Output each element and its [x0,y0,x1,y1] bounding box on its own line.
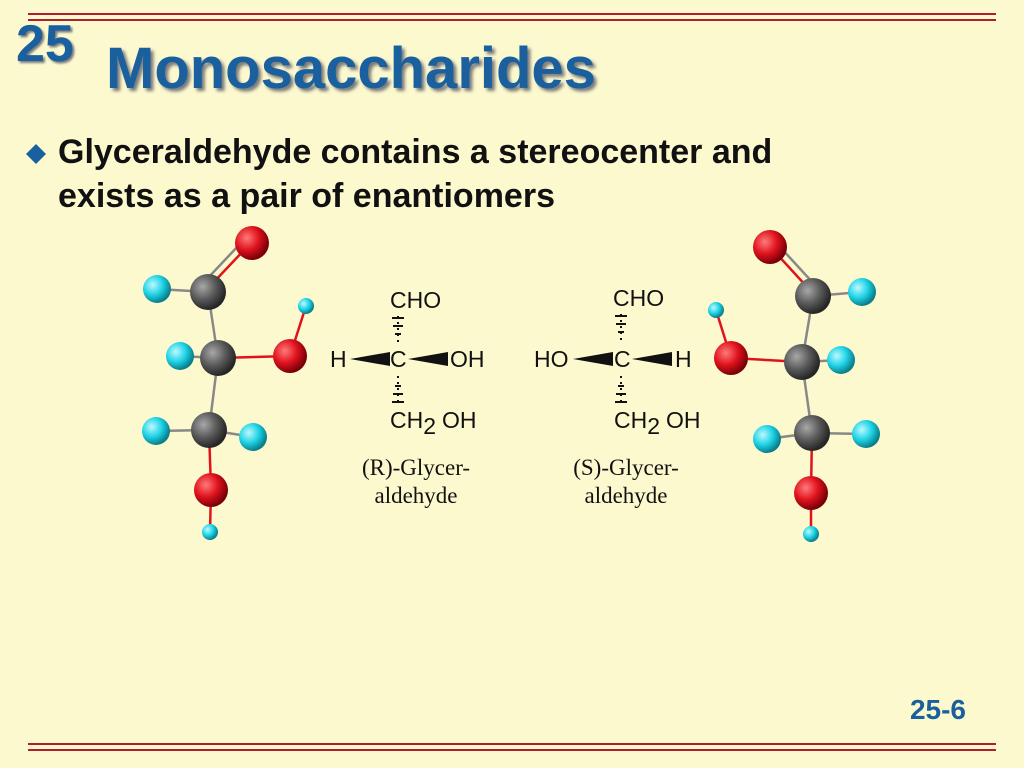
oxygen-atom [714,341,748,375]
s-caption-line-1: (S)-Glycer- [573,455,679,480]
oxygen-atom [273,339,307,373]
bullet-line-2: exists as a pair of enantiomers [58,177,555,215]
r-caption: (R)-Glycer- aldehyde [326,454,506,510]
carbon-atom [191,412,227,448]
diamond-bullet-icon [26,144,46,164]
slide-title: Monosaccharides [106,36,596,101]
hydrogen-atom [753,425,781,453]
hydrogen-atom [827,346,855,374]
r-top-group: CHO [390,287,441,313]
s-right-group: H [675,346,692,372]
oxygen-atom [794,476,828,510]
s-caption-line-2: aldehyde [584,483,668,508]
hydrogen-atom [166,342,194,370]
carbon-atom [200,340,236,376]
hydrogen-atom [202,524,218,540]
carbon-atom [190,274,226,310]
oxygen-atom [753,230,787,264]
hydrogen-atom [143,275,171,303]
hydrogen-atom [848,278,876,306]
s-caption: (S)-Glycer- aldehyde [536,454,716,510]
hydrogen-atom [803,526,819,542]
carbon-atom [795,278,831,314]
bullet-line-1: Glyceraldehyde contains a stereocenter a… [58,133,773,171]
carbon-atom [794,415,830,451]
hydrogen-atom [852,420,880,448]
chapter-number: 25 [16,15,74,73]
carbon-atom [784,344,820,380]
hydrogen-atom [298,298,314,314]
r-ball-stick-model [142,226,314,540]
top-rule-1 [28,13,996,15]
hydrogen-atom [142,417,170,445]
r-caption-line-2: aldehyde [374,483,458,508]
hydrogen-atom [239,423,267,451]
s-ball-stick-model [708,230,880,542]
r-caption-line-1: (R)-Glycer- [361,455,471,480]
page-number: 25-6 [909,694,966,725]
s-top-group: CHO [613,285,664,311]
oxygen-atom [194,473,228,507]
bullet-text: Glyceraldehyde contains a stereocenter a… [58,130,958,218]
hydrogen-atom [708,302,724,318]
top-rule-2 [28,19,996,21]
bottom-rule-1 [28,743,996,745]
r-center-atom: C [390,346,407,372]
s-left-group: HO [534,346,569,372]
bottom-rule-2 [28,749,996,751]
s-center-atom: C [614,346,631,372]
r-left-group: H [330,346,347,372]
oxygen-atom [235,226,269,260]
r-right-group: OH [450,346,485,372]
